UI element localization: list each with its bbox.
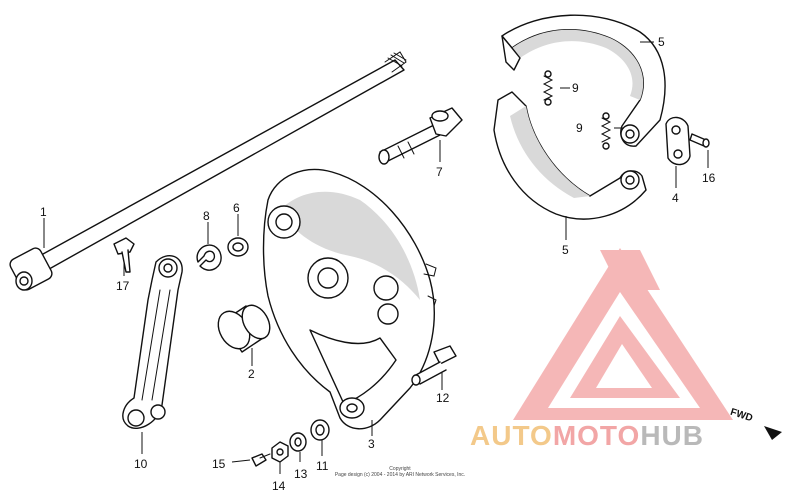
shoe-plate-part xyxy=(665,116,691,166)
cotter-pin-part xyxy=(251,453,271,467)
label-part-10: 10 xyxy=(134,457,148,471)
brake-shoe-lower-part xyxy=(493,91,647,220)
label-part-17: 17 xyxy=(116,279,130,293)
collar-part xyxy=(217,304,271,353)
label-part-6: 6 xyxy=(233,201,240,215)
label-part-9-upper: 9 xyxy=(572,81,579,95)
label-part-12: 12 xyxy=(436,391,450,405)
part-labels: 1 17 8 6 2 3 12 7 5 5 9 9 4 16 10 11 13 … xyxy=(40,35,716,493)
pin-bolt-part xyxy=(411,345,457,386)
forward-arrow-icon xyxy=(764,426,782,440)
label-part-16: 16 xyxy=(702,171,716,185)
label-part-4: 4 xyxy=(672,191,679,205)
label-part-5-upper: 5 xyxy=(658,35,665,49)
brake-cam-part xyxy=(378,107,463,165)
copyright-notice: Copyright Page design (c) 2004 - 2014 by… xyxy=(300,466,500,478)
torque-link-part xyxy=(122,254,183,429)
label-part-9-lower: 9 xyxy=(576,121,583,135)
brake-shoe-upper-part xyxy=(501,14,666,147)
watermark-logo xyxy=(513,248,733,420)
label-part-5-lower: 5 xyxy=(562,243,569,257)
label-part-14: 14 xyxy=(272,479,286,493)
screw-part xyxy=(689,133,710,148)
washer-part xyxy=(227,237,249,257)
circlip-part xyxy=(196,244,222,271)
copyright-line-1: Copyright xyxy=(389,466,411,472)
spring-upper-part xyxy=(542,70,554,106)
leader-lines xyxy=(43,41,709,474)
watermark-wordmark: AUTOMOTOHUB xyxy=(470,420,704,452)
copyright-line-2: Page design (c) 2004 - 2014 by ARI Netwo… xyxy=(334,472,466,478)
label-part-7: 7 xyxy=(436,165,443,179)
axle-part xyxy=(9,51,407,291)
watermark-part-auto: AUTO xyxy=(470,420,553,451)
nut-part xyxy=(271,441,289,463)
label-part-3: 3 xyxy=(368,437,375,451)
watermark-part-moto: MOTO xyxy=(552,420,641,451)
label-part-8: 8 xyxy=(203,209,210,223)
label-part-11: 11 xyxy=(316,459,329,473)
label-part-13: 13 xyxy=(294,467,308,481)
label-part-2: 2 xyxy=(248,367,255,381)
watermark-part-hub: HUB xyxy=(640,420,704,451)
washer-13-part xyxy=(289,432,307,452)
brake-panel-part xyxy=(262,168,437,430)
spring-lower-part xyxy=(600,112,612,150)
washer-11-part xyxy=(310,419,330,441)
label-part-15: 15 xyxy=(212,457,226,471)
label-part-1: 1 xyxy=(40,205,47,219)
